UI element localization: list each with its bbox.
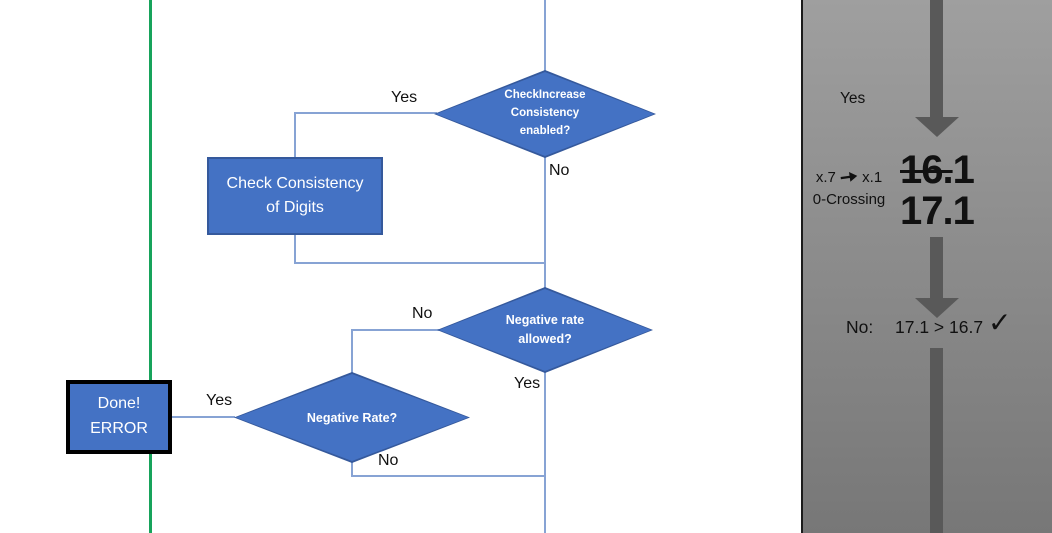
mapping-caption: 0-Crossing [812, 191, 886, 208]
down-arrow-icon [930, 237, 943, 298]
branch-label-no: No [412, 305, 433, 322]
new-value: 17.1 [900, 189, 975, 233]
right-arrow-icon [839, 169, 859, 188]
result-expression: 17.1 > 16.7 [895, 317, 984, 337]
terminal-done-error: Done! ERROR [66, 380, 172, 454]
decision-negative-rate-allowed: Negative rate allowed? [437, 287, 653, 373]
connector-line [351, 329, 353, 374]
vertical-green-line [149, 0, 152, 533]
result-label: No: [846, 317, 874, 337]
branch-label-no: No [378, 452, 399, 469]
process-label: Check Consistency of Digits [226, 175, 364, 216]
mapping-from: x.7 [815, 169, 836, 186]
old-value-struck: 16. [900, 148, 954, 192]
connector-line [544, 372, 546, 533]
decision-label: Negative rate allowed? [505, 313, 585, 346]
connector-line [294, 234, 296, 264]
connector-line [544, 0, 546, 71]
down-arrow-head-icon [915, 117, 959, 137]
connector-line [351, 461, 353, 477]
connector-line [544, 157, 546, 288]
connector-line [295, 112, 437, 114]
down-arrow-icon [930, 348, 943, 533]
decision-label: CheckIncrease Consistency enabled? [504, 89, 586, 137]
connector-line [352, 329, 442, 331]
branch-label-no: No [549, 162, 570, 179]
connector-line [172, 416, 235, 418]
branch-label-yes: Yes [391, 89, 418, 106]
branch-label-yes: Yes [206, 392, 233, 409]
value-comparison: 16.1 17.1 [900, 148, 975, 233]
process-check-consistency: Check Consistency of Digits [207, 157, 383, 235]
branch-label-yes: Yes [514, 375, 541, 392]
connector-line [351, 475, 546, 477]
decision-label: Negative Rate? [306, 410, 398, 425]
mapping-to: x.1 [862, 169, 883, 186]
down-arrow-head-icon [915, 298, 959, 318]
decision-negative-rate: Negative Rate? [234, 372, 470, 463]
check-icon: ✓ [988, 307, 1012, 338]
terminal-label: Done! ERROR [90, 395, 148, 437]
gradient-panel: Yes x.7 x.1 0-Crossing 16.1 17.1 No: 17.… [801, 0, 1052, 533]
panel-yes-label: Yes [840, 90, 866, 107]
decision-checkincrease-consistency: CheckIncrease Consistency enabled? [434, 70, 656, 158]
connector-line [294, 112, 296, 158]
mapping-rule: x.7 x.1 [804, 169, 894, 187]
down-arrow-icon [930, 0, 943, 117]
old-value: 16.1 [900, 148, 975, 192]
connector-line [294, 262, 546, 264]
old-value-tail: 1 [952, 148, 975, 192]
